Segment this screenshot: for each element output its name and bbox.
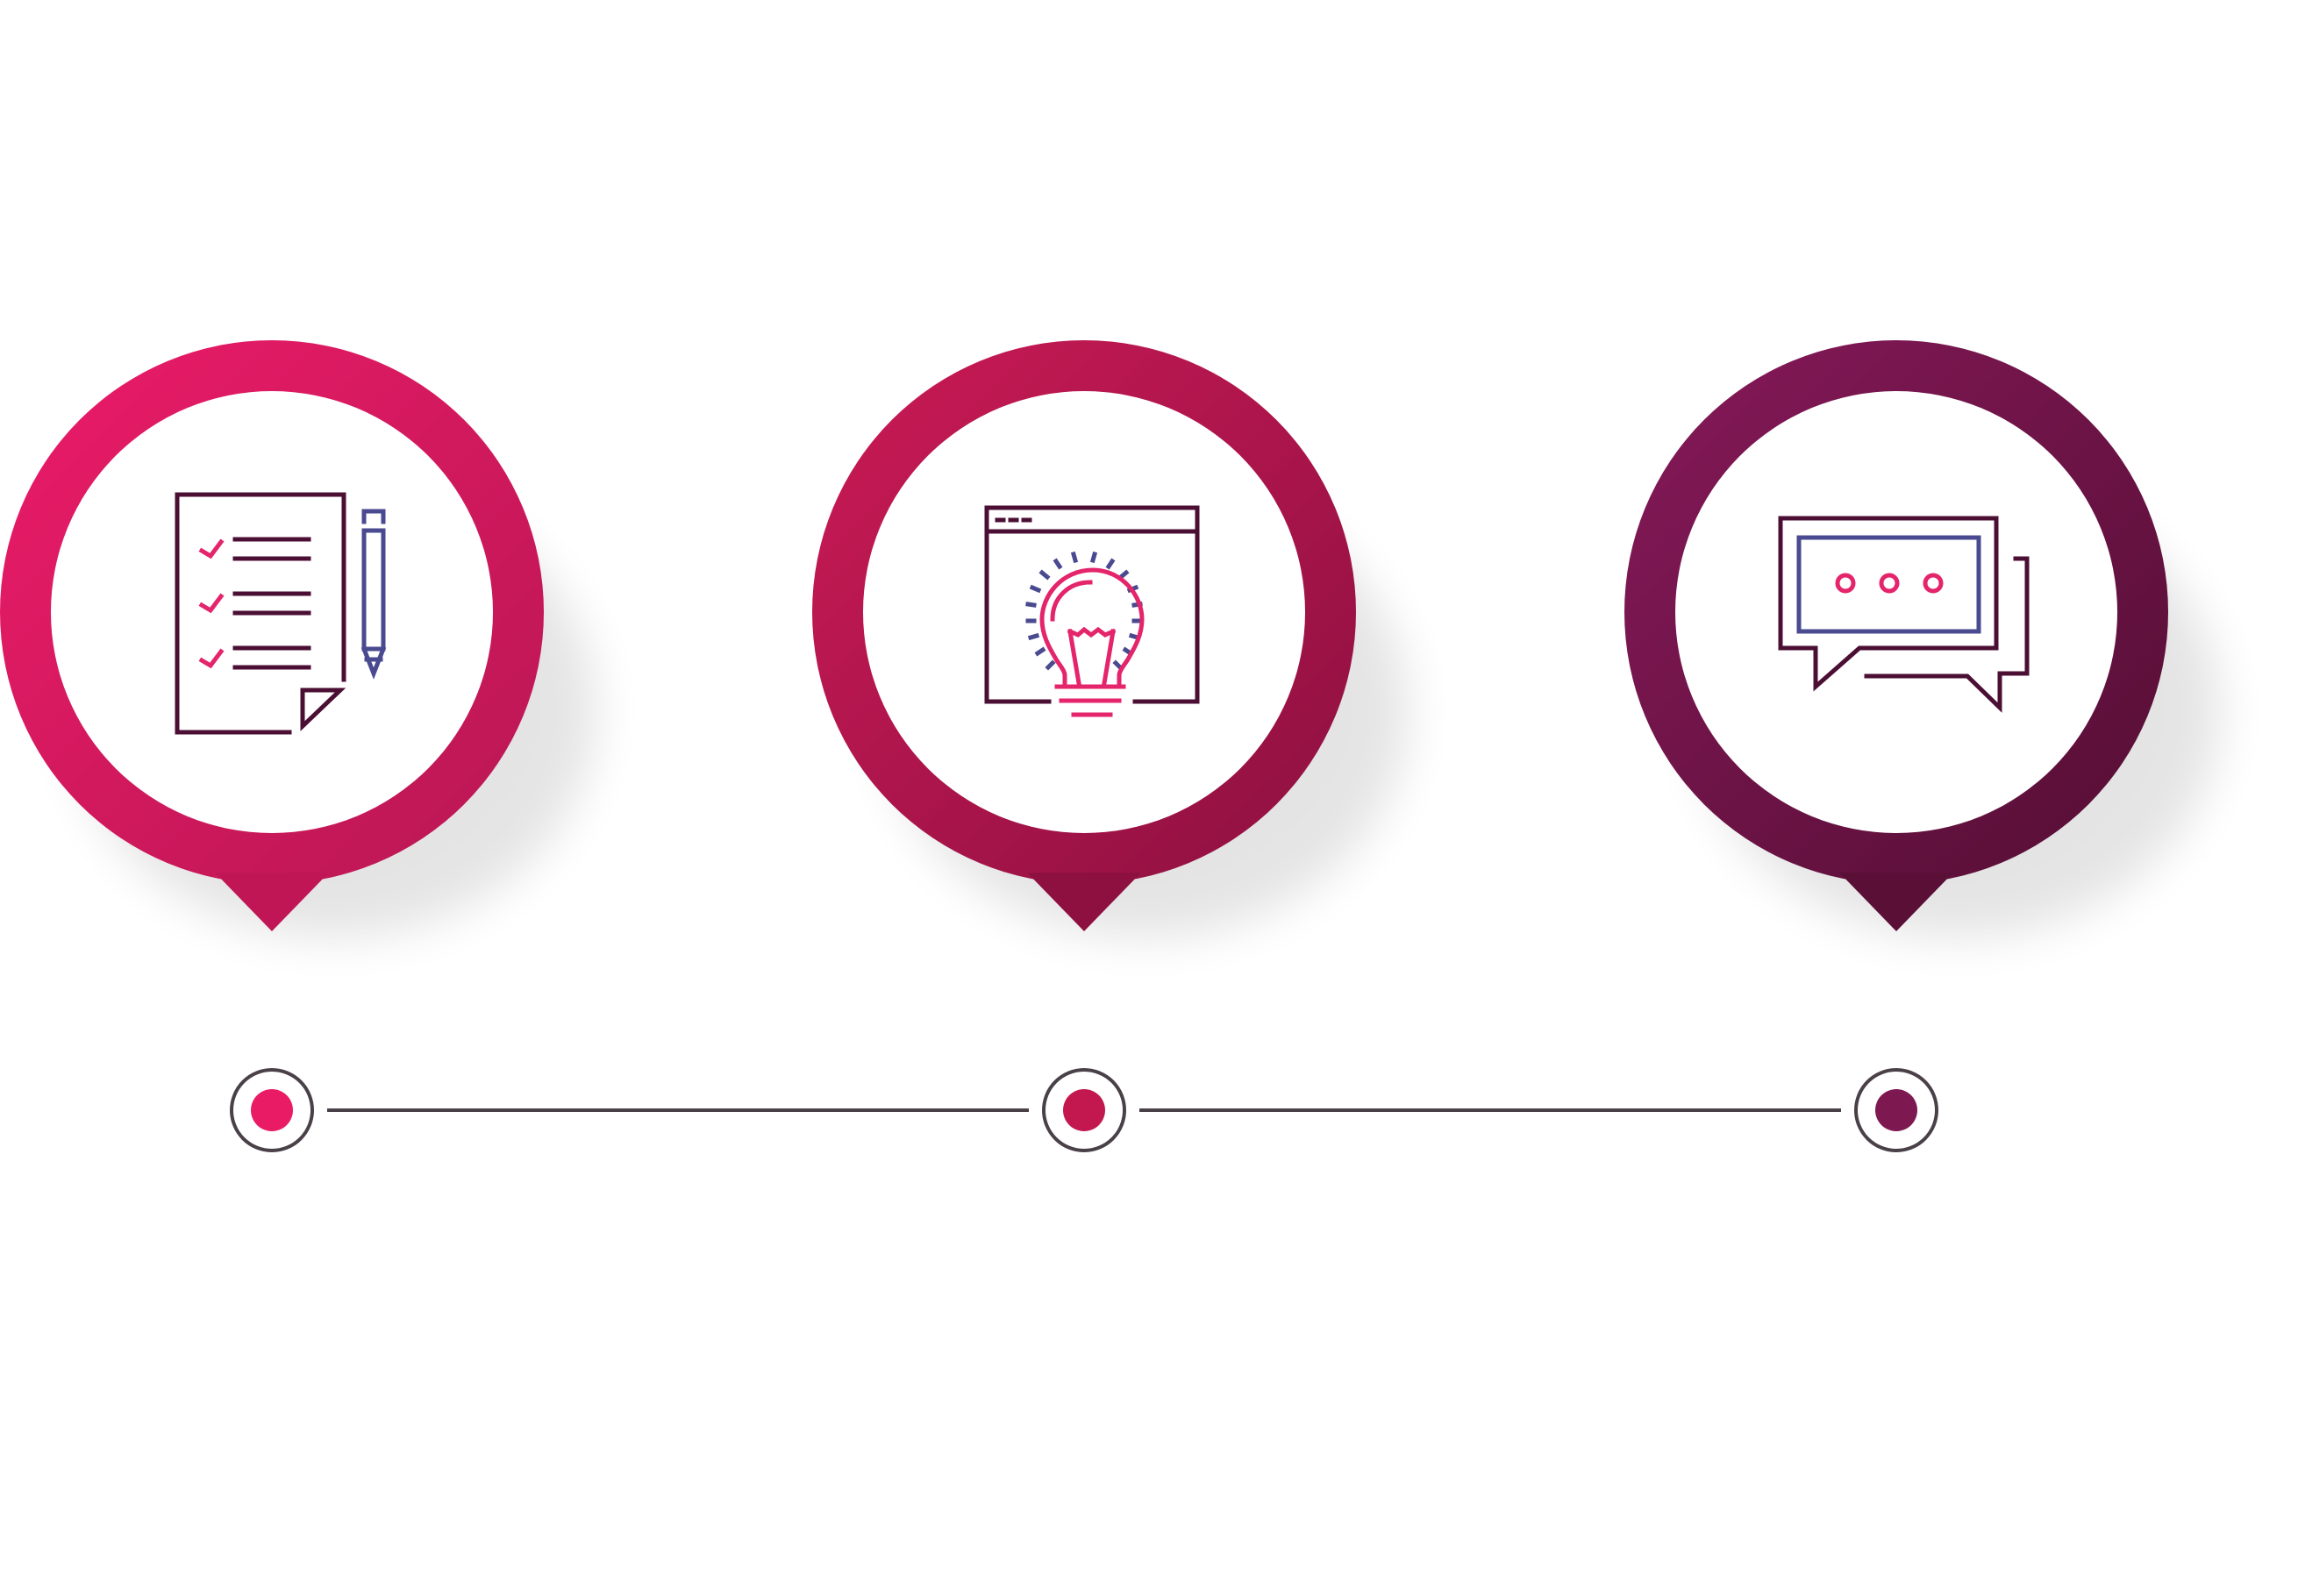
timeline-node-3 (1854, 1068, 1938, 1152)
step-2-pin (812, 340, 1409, 938)
step-1-pin (0, 340, 596, 938)
timeline (230, 1068, 1938, 1152)
pencil-icon (360, 509, 387, 680)
step-3-pin (1624, 340, 2221, 938)
pin-inner-circle (863, 391, 1305, 833)
timeline-node-1 (230, 1068, 314, 1152)
lightbulb-browser-icon (984, 505, 1200, 717)
timeline-node-2 (1042, 1068, 1126, 1152)
pin-inner-circle (1675, 391, 2117, 833)
chat-bubbles-icon (1778, 516, 2030, 713)
checklist-document-icon (175, 492, 387, 735)
bulb (1039, 567, 1145, 717)
